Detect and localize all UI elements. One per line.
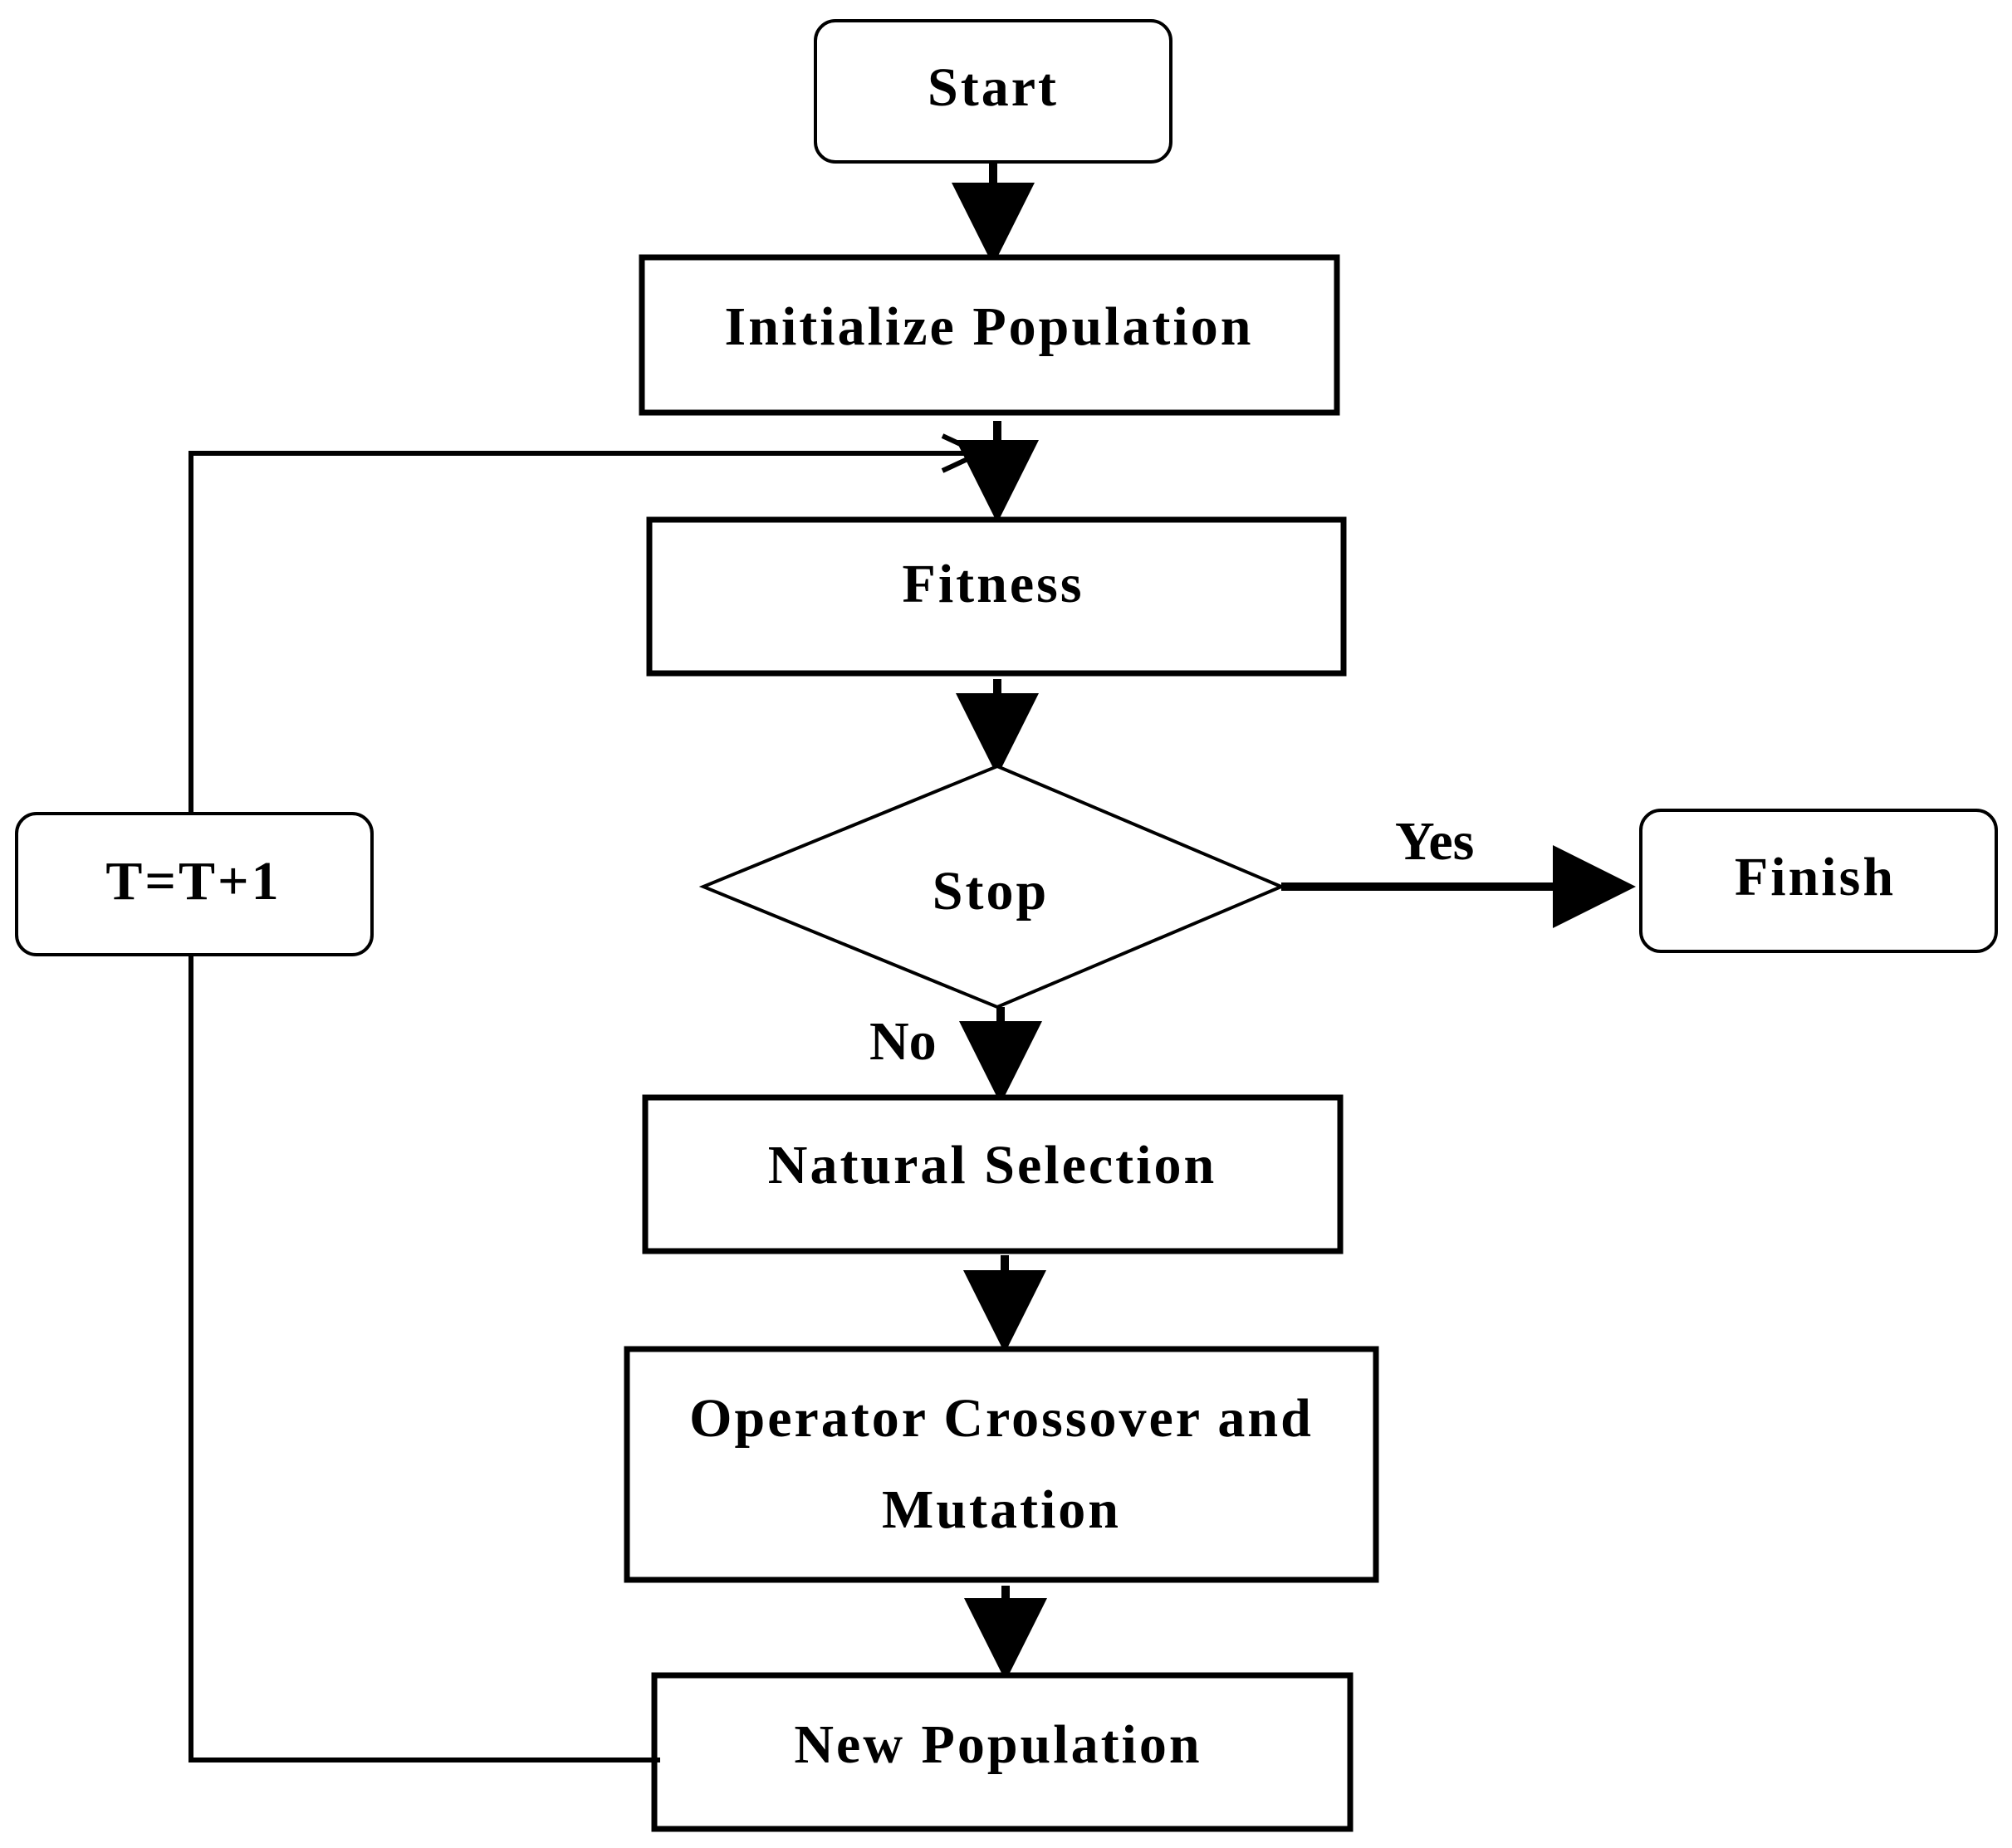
selection-label: Natural Selection bbox=[768, 1135, 1217, 1195]
finish-label: Finish bbox=[1735, 847, 1896, 907]
fitness-label: Fitness bbox=[903, 554, 1084, 614]
fitness-node: Fitness bbox=[646, 516, 1347, 677]
counter-node: T=T+1 bbox=[15, 812, 374, 956]
start-node: Start bbox=[814, 19, 1172, 164]
selection-node: Natural Selection bbox=[642, 1094, 1344, 1254]
new-population-label: New Population bbox=[794, 1714, 1202, 1775]
yes-label: Yes bbox=[1395, 811, 1474, 872]
operator-label-line2: Mutation bbox=[882, 1479, 1121, 1540]
counter-label: T=T+1 bbox=[105, 851, 281, 912]
finish-node: Finish bbox=[1639, 809, 1998, 953]
init-node: Initialize Population bbox=[639, 254, 1340, 416]
start-label: Start bbox=[928, 57, 1059, 118]
stop-label: Stop bbox=[933, 861, 1049, 922]
newpop-to-counter-connector bbox=[188, 955, 660, 1762]
operator-label-line1: Operator Crossover and bbox=[689, 1388, 1314, 1449]
operator-node: Operator Crossover and Mutation bbox=[624, 1346, 1379, 1583]
loop-back-connector bbox=[188, 451, 980, 814]
no-label: No bbox=[869, 1011, 937, 1072]
new-population-node: New Population bbox=[651, 1672, 1354, 1832]
stop-decision: Stop bbox=[698, 764, 1286, 1010]
init-label: Initialize Population bbox=[725, 296, 1254, 357]
loop-back-arrowhead bbox=[941, 433, 986, 473]
